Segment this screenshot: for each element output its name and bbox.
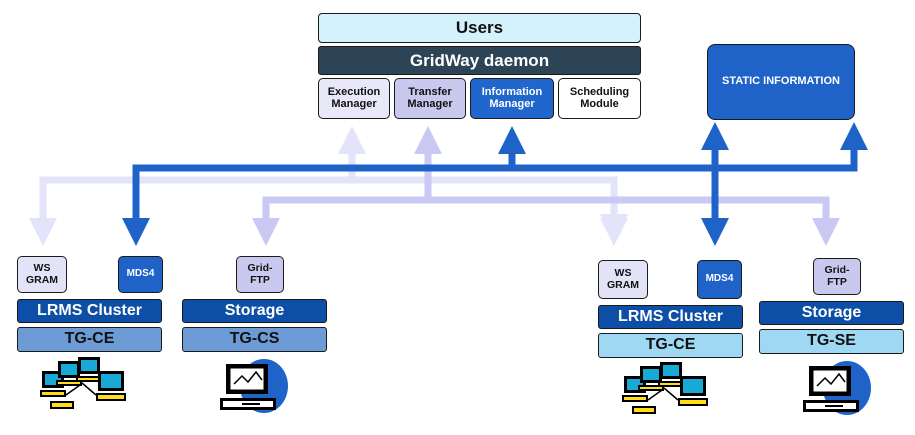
daemon-label: GridWay daemon xyxy=(409,50,550,70)
scheduling-module-line2: Module xyxy=(580,97,619,110)
scheduling-module-line1: Scheduling xyxy=(569,85,630,98)
lrms-cluster-bar: LRMS Cluster xyxy=(17,299,162,323)
tg-ce-bar: TG-CE xyxy=(17,327,162,352)
transfer-manager-line2: Manager xyxy=(407,97,453,110)
ws-gram-line1: WS xyxy=(33,262,51,275)
execution-manager-line1: Execution xyxy=(327,85,381,98)
gridftp-box: Grid-FTP xyxy=(236,256,284,293)
lrms-cluster-bar: LRMS Cluster xyxy=(598,305,743,329)
gridway-daemon-box: GridWay daemon xyxy=(318,46,641,75)
storage-bar: Storage xyxy=(759,301,904,325)
tg-cs-bar: TG-CS xyxy=(182,327,327,352)
computer-cluster-icon xyxy=(622,362,708,414)
storage-computer-icon xyxy=(220,359,288,413)
gridftp-line2: FTP xyxy=(250,273,270,286)
static-information-box: STATIC INFORMATION xyxy=(707,44,855,120)
ws-gram-line1: WS xyxy=(614,267,632,280)
computer-cluster-icon xyxy=(40,357,126,409)
storage-bar: Storage xyxy=(182,299,327,323)
tg-cs-label: TG-CS xyxy=(229,330,280,348)
transfer-manager-line1: Transfer xyxy=(408,85,452,98)
storage-computer-icon xyxy=(803,361,871,415)
lrms-cluster-label: LRMS Cluster xyxy=(618,307,723,325)
mds4-box: MDS4 xyxy=(118,256,163,293)
gridftp-line2: FTP xyxy=(827,275,847,288)
ws-gram-line2: GRAM xyxy=(25,273,59,286)
users-label: Users xyxy=(455,18,504,38)
tg-ce-bar: TG-CE xyxy=(598,333,743,358)
information-manager-line2: Manager xyxy=(489,97,535,110)
tg-ce-label: TG-CE xyxy=(64,330,115,348)
storage-label: Storage xyxy=(801,303,862,321)
execution-flow-lines xyxy=(39,126,628,242)
tg-se-bar: TG-SE xyxy=(759,329,904,354)
execution-manager-line2: Manager xyxy=(331,97,377,110)
users-box: Users xyxy=(318,13,641,43)
mds4-box: MDS4 xyxy=(697,260,742,299)
gridftp-line1: Grid- xyxy=(824,264,850,277)
gridftp-box: Grid-FTP xyxy=(813,258,861,295)
tg-se-label: TG-SE xyxy=(807,332,856,350)
mds4-label: MDS4 xyxy=(126,268,155,280)
lrms-cluster-label: LRMS Cluster xyxy=(37,301,142,319)
information-flow-lines xyxy=(122,122,868,246)
ws-gram-line2: GRAM xyxy=(606,278,640,291)
mds4-label: MDS4 xyxy=(705,273,734,285)
static-information-label: STATIC INFORMATION xyxy=(722,75,840,88)
information-manager-line1: Information xyxy=(481,85,543,98)
gridftp-line1: Grid- xyxy=(247,262,273,275)
storage-label: Storage xyxy=(224,301,285,319)
tg-ce-label: TG-CE xyxy=(645,336,696,354)
